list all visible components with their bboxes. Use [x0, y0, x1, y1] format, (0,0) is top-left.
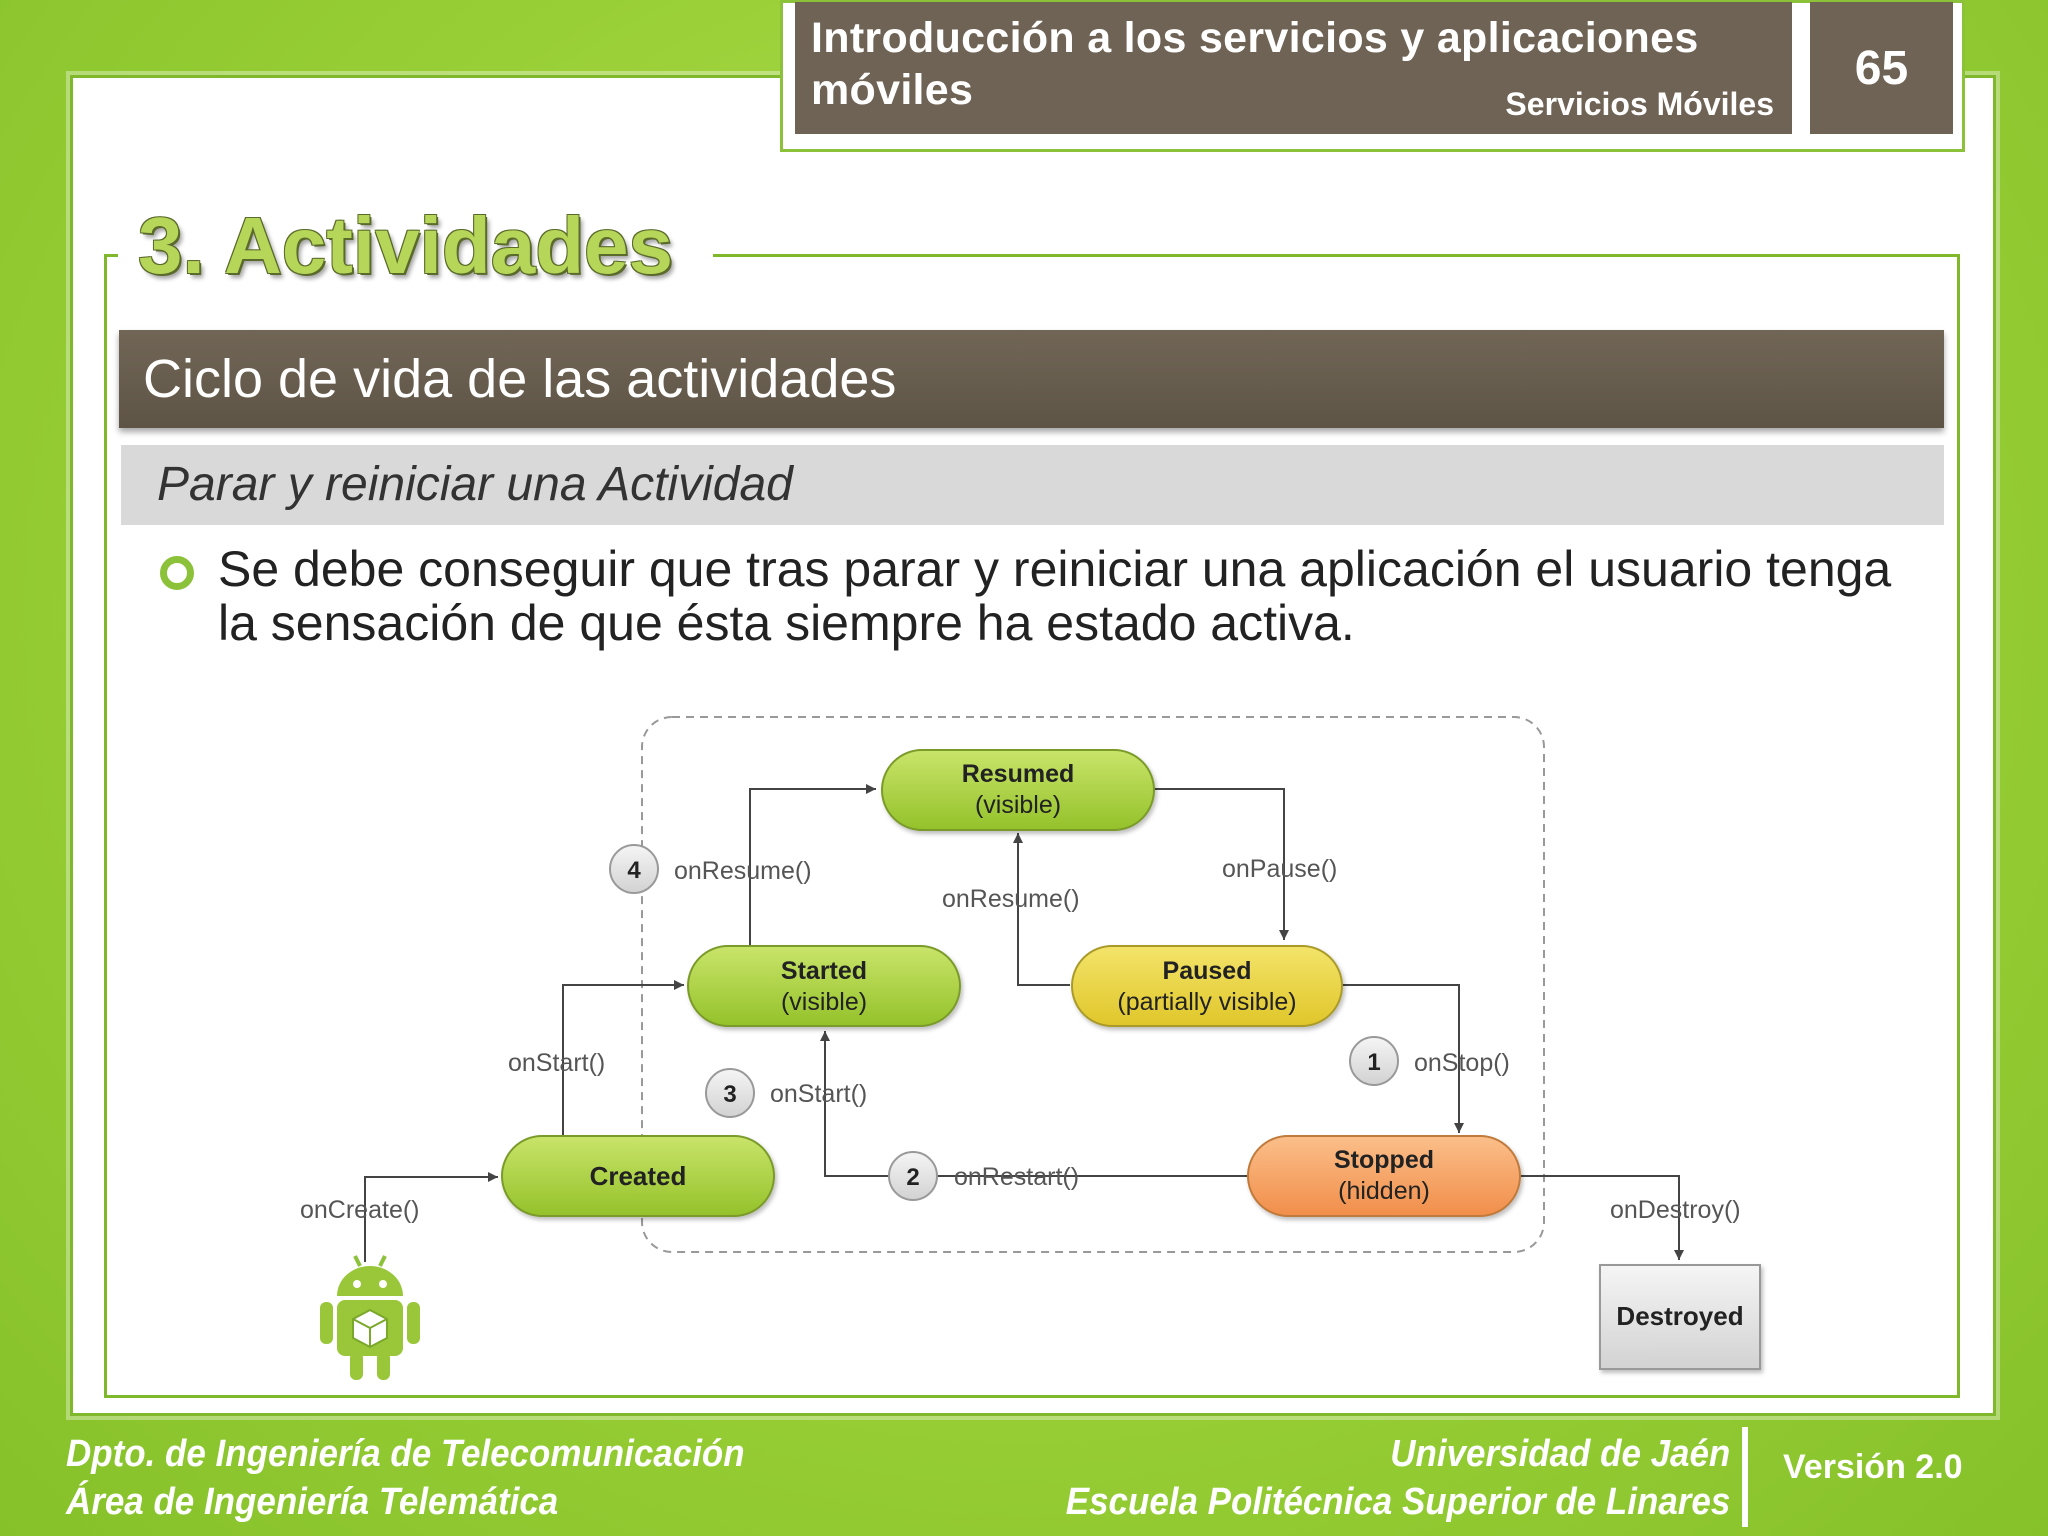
footer-dept-line2: Área de Ingeniería Telemática [66, 1481, 559, 1523]
footer-univ-line1: Universidad de Jaén [1389, 1433, 1730, 1475]
on-create-arrow [364, 1172, 498, 1262]
footer-divider [1742, 1427, 1748, 1527]
step-3-number: 3 [723, 1081, 736, 1108]
label-on-pause: onPause() [1222, 855, 1337, 883]
label-on-stop: onStop() [1414, 1049, 1510, 1077]
on-destroy-arrow [1521, 1175, 1684, 1260]
state-created [501, 1135, 775, 1217]
label-on-resume-mid: onResume() [942, 885, 1080, 913]
state-paused [1071, 945, 1343, 1027]
footer-version: Versión 2.0 [1783, 1448, 1963, 1486]
section-title: 3. Actividades [118, 200, 714, 292]
bullet-icon [160, 556, 194, 590]
state-stopped-name: Stopped [1334, 1146, 1434, 1174]
slide-panel [70, 75, 1996, 1416]
course-title: Introducción a los servicios y aplicacio… [811, 14, 1699, 114]
state-destroyed [1599, 1264, 1761, 1370]
on-start-arrow [562, 980, 684, 1137]
label-on-resume-4: onResume() [674, 857, 812, 885]
on-stop-arrow [1342, 984, 1464, 1133]
course-subtitle: Servicios Móviles [1505, 86, 1774, 122]
paused-to-resumed-arrow [1013, 833, 1070, 986]
step-2-badge [888, 1151, 938, 1201]
state-resumed [881, 749, 1155, 831]
state-started-detail: (visible) [781, 988, 867, 1016]
state-resumed-detail: (visible) [975, 791, 1061, 819]
header-title-box: Introducción a los servicios y aplicacio… [795, 2, 1792, 134]
step-1-badge [1349, 1036, 1399, 1086]
label-on-destroy: onDestroy() [1610, 1196, 1741, 1224]
bullet-text: Se debe conseguir que tras parar y reini… [218, 541, 1892, 651]
state-paused-name: Paused [1163, 957, 1252, 985]
state-created-name: Created [590, 1161, 687, 1191]
label-on-start: onStart() [508, 1049, 605, 1077]
subtopic-title: Parar y reiniciar una Actividad [121, 445, 1944, 525]
step-3-badge [705, 1068, 755, 1118]
state-paused-detail: (partially visible) [1117, 988, 1296, 1016]
state-resumed-name: Resumed [962, 760, 1075, 788]
label-on-create: onCreate() [300, 1196, 420, 1224]
step-4-badge [609, 844, 659, 894]
state-started [687, 945, 961, 1027]
footer-univ-line2: Escuela Politécnica Superior de Linares [1065, 1481, 1730, 1523]
section-frame [104, 254, 1960, 1398]
step-2-number: 2 [906, 1164, 919, 1191]
state-stopped [1247, 1135, 1521, 1217]
page-number: 65 [1810, 2, 1953, 134]
on-pause-arrow [1154, 788, 1289, 940]
footer-university: Universidad de Jaén Escuela Politécnica … [1066, 1430, 1730, 1526]
footer-dept-line1: Dpto. de Ingeniería de Telecomunicación [66, 1433, 745, 1475]
step-4-number: 4 [627, 857, 641, 884]
footer-department: Dpto. de Ingeniería de Telecomunicación … [66, 1430, 745, 1526]
on-resume-arrow [749, 784, 876, 946]
step-1-number: 1 [1367, 1049, 1380, 1076]
topic-title: Ciclo de vida de las actividades [119, 330, 1944, 428]
android-logo-icon [320, 1255, 420, 1380]
activity-lifecycle-diagram: Resumed (visible) Started (visible) Paus… [300, 716, 1761, 1380]
on-restart-arrow [820, 1031, 1248, 1177]
label-on-restart: onRestart() [954, 1163, 1079, 1191]
state-destroyed-name: Destroyed [1616, 1301, 1743, 1331]
state-stopped-detail: (hidden) [1338, 1177, 1430, 1205]
state-started-name: Started [781, 957, 867, 985]
label-on-start-3: onStart() [770, 1080, 867, 1108]
